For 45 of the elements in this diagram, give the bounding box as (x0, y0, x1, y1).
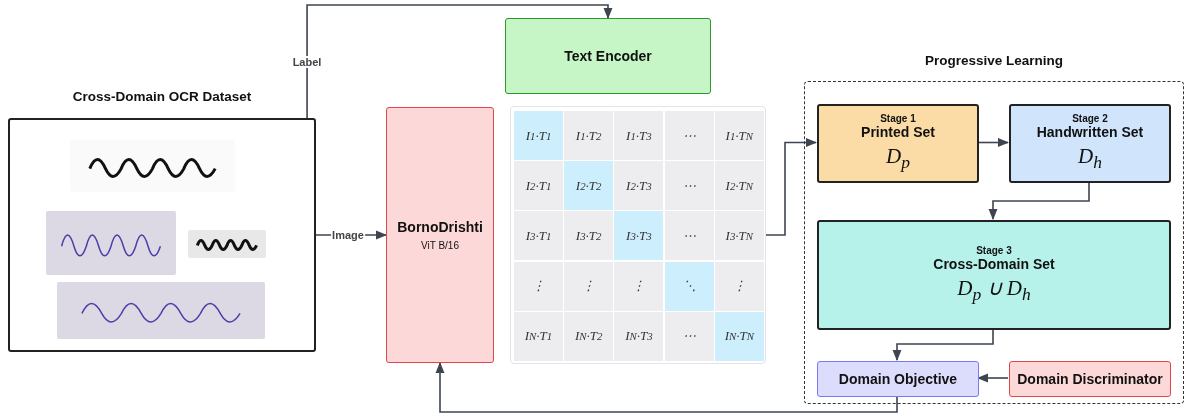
math-symbol: D$_{p}$ (886, 144, 910, 174)
arrow (988, 181, 1090, 221)
stage-label: Stage 3 (976, 244, 1012, 256)
math-symbol: D$_{h}$ (1078, 144, 1102, 174)
stage-box (817, 104, 979, 183)
stage-label: Stage 1 (880, 113, 916, 125)
stage-box (817, 220, 1171, 330)
similarity-score: ⋯ (664, 211, 714, 261)
node-title: Text Encoder (564, 48, 652, 64)
similarity-score: ⋮ (614, 261, 664, 311)
group-heading: Cross-Domain OCR Dataset (71, 89, 253, 104)
group-heading: Progressive Learning (923, 53, 1065, 68)
similarity-score: ⋱ (664, 261, 714, 311)
node-title: BornoDrishti (397, 219, 483, 235)
model-box (386, 107, 494, 363)
similarity-score: ⋯ (664, 111, 714, 160)
similarity-score: ⋮ (714, 261, 764, 311)
similarity-matrix (510, 106, 766, 364)
edge-label: Image (331, 229, 365, 241)
node-title: Cross-Domain Set (933, 255, 1055, 272)
node-title: Domain Discriminator (1017, 371, 1163, 387)
arrow (977, 138, 1010, 147)
similarity-score: ⋯ (664, 161, 714, 211)
objective-box (817, 361, 979, 397)
arrow (892, 328, 994, 362)
node-title: Printed Set (861, 124, 935, 141)
handwritten-word-picture (46, 211, 176, 275)
similarity-score: ⋮ (514, 261, 563, 311)
arrow (435, 361, 898, 413)
node-title: Handwritten Set (1036, 124, 1144, 141)
discriminator-box (1009, 361, 1171, 397)
handwritten-word-picture (57, 282, 265, 339)
encoder-box (505, 18, 711, 94)
node-title: Domain Objective (838, 371, 958, 387)
arrow (306, 4, 613, 119)
printed-word-picture (70, 140, 235, 192)
node-subtitle: ViT B/16 (421, 240, 459, 251)
similarity-score: ⋮ (564, 261, 614, 311)
arrow (765, 138, 818, 236)
stage-label: Stage 2 (1072, 113, 1108, 125)
printed-word-picture (188, 230, 266, 258)
edge-label: Label (291, 56, 323, 68)
similarity-score: ⋯ (664, 311, 714, 361)
math-symbol: D$_{p}$ ∪ D$_{h}$ (957, 275, 1031, 306)
stage-box (1009, 104, 1171, 183)
